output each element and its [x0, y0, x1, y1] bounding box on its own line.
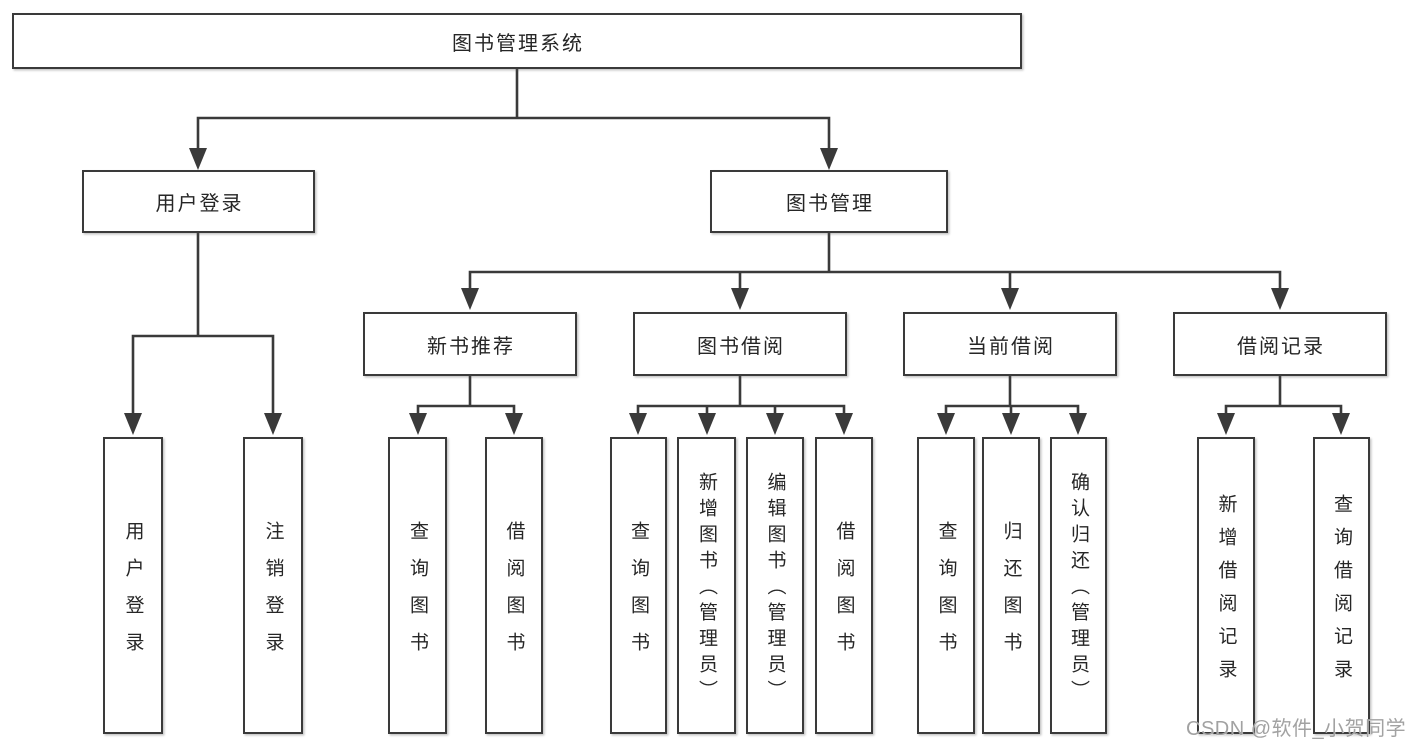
node-label: 查询图书	[628, 520, 649, 669]
node-borrowing-records: 借阅记录	[1173, 312, 1387, 376]
node-label: 编辑图书（管理员）	[764, 472, 786, 706]
arrow-down-icon	[820, 148, 838, 170]
arrow-down-icon	[835, 413, 853, 435]
arrow-down-icon	[1217, 413, 1235, 435]
node-label: 当前借阅	[967, 335, 1055, 358]
node-label: 查询图书	[935, 520, 957, 669]
arrow-down-icon	[937, 413, 955, 435]
arrow-down-icon	[1271, 288, 1289, 310]
leaf-logout: 注销登录	[243, 437, 303, 734]
leaf-add-books-admin: 新增图书（管理员）	[677, 437, 736, 734]
arrow-down-icon	[409, 413, 427, 435]
arrow-down-icon	[698, 413, 716, 435]
leaf-confirm-return-admin: 确认归还（管理员）	[1050, 437, 1107, 734]
node-label: 借阅图书	[833, 520, 855, 669]
arrow-down-icon	[124, 413, 142, 435]
node-book-management: 图书管理	[710, 170, 948, 233]
node-library-system: 图书管理系统	[12, 13, 1022, 69]
node-current-borrowing: 当前借阅	[903, 312, 1117, 376]
node-label: 图书借阅	[697, 335, 785, 358]
node-label: 新书推荐	[427, 335, 515, 358]
leaf-query-borrow-record: 查询借阅记录	[1313, 437, 1370, 734]
node-label: 注销登录	[262, 520, 284, 669]
arrow-down-icon	[1002, 413, 1020, 435]
leaf-query-books-recommend: 查询图书	[388, 437, 447, 734]
leaf-borrow-books-recommend: 借阅图书	[485, 437, 543, 734]
node-label: 归还图书	[1000, 520, 1022, 669]
node-label: 图书管理系统	[452, 32, 584, 55]
node-label: 图书管理	[786, 193, 874, 215]
node-user-login: 用户登录	[82, 170, 315, 233]
leaf-add-borrow-record: 新增借阅记录	[1197, 437, 1255, 734]
node-label: 查询借阅记录	[1331, 493, 1352, 692]
node-label: 用户登录	[155, 193, 244, 215]
leaf-return-books: 归还图书	[982, 437, 1040, 734]
node-label: 确认归还（管理员）	[1068, 472, 1089, 706]
csdn-watermark: CSDN @软件_小贺同学	[1186, 718, 1405, 740]
arrow-down-icon	[1069, 413, 1087, 435]
leaf-edit-books-admin: 编辑图书（管理员）	[746, 437, 804, 734]
leaf-query-books-current: 查询图书	[917, 437, 975, 734]
leaf-borrow-books: 借阅图书	[815, 437, 873, 734]
arrow-down-icon	[189, 148, 207, 170]
arrow-down-icon	[731, 288, 749, 310]
node-label: 新增图书（管理员）	[696, 472, 717, 706]
arrow-down-icon	[1332, 413, 1350, 435]
arrow-down-icon	[264, 413, 282, 435]
arrow-down-icon	[766, 413, 784, 435]
arrow-down-icon	[461, 288, 479, 310]
node-label: 借阅记录	[1237, 335, 1325, 358]
leaf-user-login: 用户登录	[103, 437, 163, 734]
node-label: 新增借阅记录	[1215, 493, 1237, 692]
arrow-down-icon	[629, 413, 647, 435]
node-new-book-recommend: 新书推荐	[363, 312, 577, 376]
node-label: 用户登录	[122, 520, 144, 669]
node-label: 借阅图书	[503, 520, 525, 669]
leaf-query-books-borrowing: 查询图书	[610, 437, 667, 734]
node-book-borrowing: 图书借阅	[633, 312, 847, 376]
arrow-down-icon	[505, 413, 523, 435]
node-label: 查询图书	[407, 520, 428, 669]
arrow-down-icon	[1001, 288, 1019, 310]
